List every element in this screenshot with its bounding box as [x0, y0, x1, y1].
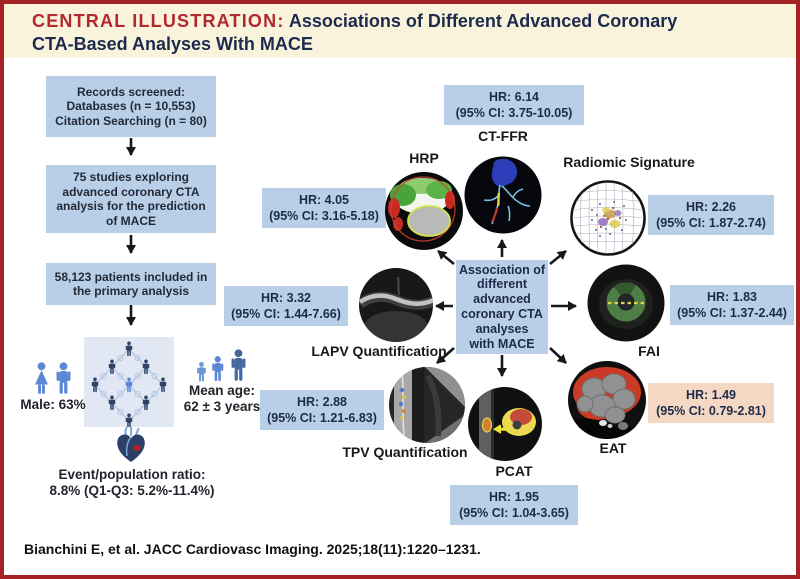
- hrp-ci: (95% CI: 3.16-5.18): [269, 209, 379, 223]
- title-text-2: CTA-Based Analyses With MACE: [32, 34, 313, 54]
- hrp-image: [384, 171, 464, 251]
- growing-ages-icon: [197, 349, 246, 382]
- pcat-hr: HR: 1.95: [488, 490, 540, 504]
- hrp-hr: HR: 4.05: [298, 193, 350, 207]
- fai-label: FAI: [638, 343, 660, 359]
- lapv-image: [358, 267, 434, 343]
- flow-box1-line3: Citation Searching (n = 80): [55, 113, 207, 128]
- flow-box-75-studies: 75 studies exploring advanced coronary C…: [46, 165, 216, 233]
- flow-box1-line1: Records screened:: [76, 84, 186, 99]
- title-band: CENTRAL ILLUSTRATION: Associations of Di…: [4, 4, 796, 58]
- fai-image: [587, 264, 665, 342]
- fai-hr: HR: 1.83: [706, 290, 758, 304]
- event-ratio-line1: Event/population ratio:: [58, 467, 206, 482]
- hrp-label: HRP: [409, 150, 439, 166]
- hub-line2: different: [477, 277, 527, 292]
- pcat-ci: (95% CI: 1.04-3.65): [459, 506, 569, 520]
- flow-box2-line4: of MACE: [106, 213, 156, 228]
- fai-hr-box: HR: 1.83 (95% CI: 1.37-2.44): [670, 285, 794, 325]
- tpv-label: TPV Quantification: [342, 444, 468, 460]
- heart-icon-wrap: [111, 426, 151, 466]
- flow-box3-line2: the primary analysis: [72, 284, 190, 298]
- male-percentage-label: Male: 63%: [20, 397, 86, 412]
- mean-age-line2: 62 ± 3 years: [183, 398, 261, 414]
- eat-hr-box: HR: 1.49 (95% CI: 0.79-2.81): [648, 383, 774, 423]
- title-line-1: CENTRAL ILLUSTRATION: Associations of Di…: [32, 10, 796, 33]
- eat-hr: HR: 1.49: [685, 388, 737, 402]
- population-network-panel: [84, 337, 174, 427]
- fai-ci: (95% CI: 1.37-2.44): [677, 306, 787, 320]
- mean-age-line1: Mean age:: [188, 383, 256, 398]
- flow-box-records-screened: Records screened: Databases (n = 10,553)…: [46, 76, 216, 137]
- event-ratio-line2: 8.8% (Q1-Q3: 5.2%-11.4%): [49, 482, 215, 498]
- radiomic-label: Radiomic Signature: [563, 154, 695, 170]
- ct-ffr-image: [464, 156, 542, 234]
- flow-box1-line2: Databases (n = 10,553): [66, 99, 196, 114]
- title-label: CENTRAL ILLUSTRATION:: [32, 11, 285, 31]
- radiomic-hr: HR: 2.26: [685, 200, 737, 214]
- pcat-hr-box: HR: 1.95 (95% CI: 1.04-3.65): [450, 485, 578, 525]
- event-ratio-label: Event/population ratio: 8.8% (Q1-Q3: 5.2…: [22, 467, 242, 498]
- eat-label: EAT: [599, 440, 627, 456]
- ct-ffr-label: CT-FFR: [478, 128, 528, 144]
- hub-line5: analyses: [475, 321, 529, 336]
- radiomic-ci: (95% CI: 1.87-2.74): [656, 216, 766, 230]
- flow-box2-line2: advanced coronary CTA: [62, 184, 200, 199]
- citation: Bianchini E, et al. JACC Cardiovasc Imag…: [24, 541, 481, 557]
- hub-line3: advanced: [473, 292, 531, 307]
- eat-ci: (95% CI: 0.79-2.81): [656, 404, 766, 418]
- ct-ffr-hr-box: HR: 6.14 (95% CI: 3.75-10.05): [444, 85, 584, 125]
- flow-box2-line3: analysis for the prediction: [56, 199, 206, 213]
- lapv-hr: HR: 3.32: [260, 291, 312, 305]
- tpv-hr: HR: 2.88: [296, 395, 348, 409]
- pcat-image: [467, 386, 543, 462]
- tpv-ci: (95% CI: 1.21-6.83): [267, 411, 377, 425]
- radiomic-hr-box: HR: 2.26 (95% CI: 1.87-2.74): [648, 195, 774, 235]
- lapv-hr-box: HR: 3.32 (95% CI: 1.44-7.66): [224, 286, 348, 326]
- central-hub-box: Association of different advanced corona…: [456, 260, 548, 354]
- tpv-image: [388, 366, 466, 444]
- male-female-icon: [35, 362, 71, 394]
- mean-age-label: Mean age: 62 ± 3 years: [176, 383, 268, 414]
- flow-box2-line1: 75 studies exploring: [72, 170, 190, 184]
- heart-icon: [117, 426, 145, 462]
- lapv-label: LAPV Quantification: [311, 343, 447, 359]
- tpv-hr-box: HR: 2.88 (95% CI: 1.21-6.83): [260, 390, 384, 430]
- title-text-1: Associations of Different Advanced Coron…: [288, 11, 678, 31]
- ct-ffr-ci: (95% CI: 3.75-10.05): [455, 106, 573, 120]
- pcat-label: PCAT: [495, 463, 533, 479]
- hub-line4: coronary CTA: [461, 307, 543, 321]
- hub-line6: with MACE: [469, 336, 535, 351]
- hrp-hr-box: HR: 4.05 (95% CI: 3.16-5.18): [262, 188, 386, 228]
- eat-image: [567, 360, 647, 440]
- hub-line1: Association of: [458, 262, 546, 277]
- population-network-icon: [91, 341, 167, 427]
- radiomic-image: [570, 180, 646, 256]
- flow-box-patients-included: 58,123 patients included in the primary …: [46, 263, 216, 305]
- flow-box3-line1: 58,123 patients included in: [54, 269, 208, 284]
- age-icons: [194, 348, 252, 382]
- lapv-ci: (95% CI: 1.44-7.66): [231, 307, 341, 321]
- sex-icons: [30, 361, 76, 397]
- ct-ffr-hr: HR: 6.14: [488, 90, 540, 104]
